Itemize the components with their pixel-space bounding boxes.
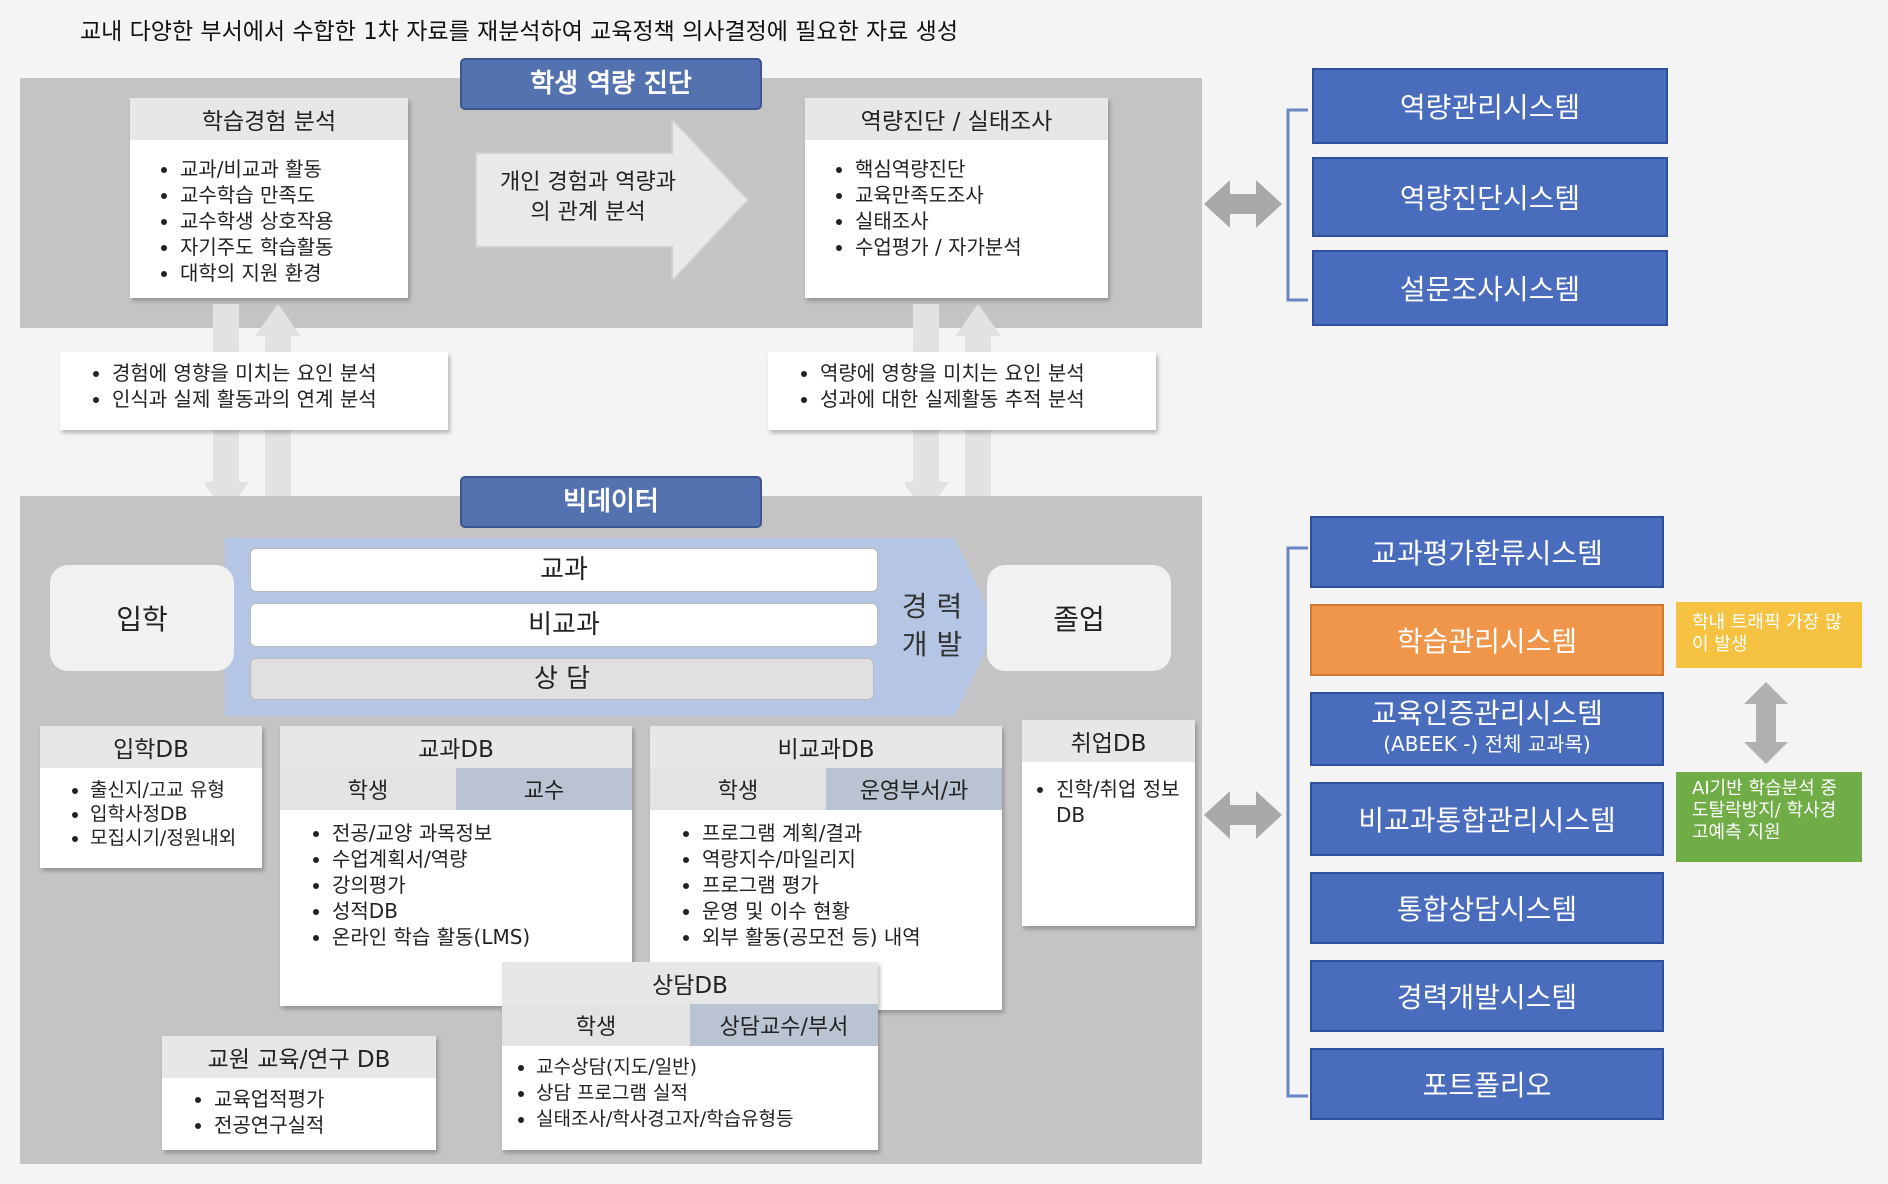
traffic-note: 학내 트래픽 가장 많이 발생 (1676, 602, 1862, 668)
learning-experience-card: 학습경험 분석 교과/비교과 활동 교수학습 만족도 교수학생 상호작용 자기주… (130, 98, 408, 298)
learning-experience-title: 학습경험 분석 (130, 98, 408, 140)
list-item: 교과/비교과 활동 (180, 156, 408, 182)
noncourse-db-student-tab: 학생 (650, 768, 826, 810)
list-item: 수업평가 / 자가분석 (855, 234, 1108, 260)
system-competency-diagnosis[interactable]: 역량진단시스템 (1312, 157, 1668, 237)
learning-experience-list: 교과/비교과 활동 교수학습 만족도 교수학생 상호작용 자기주도 학습활동 대… (130, 156, 408, 286)
list-item: 프로그램 계획/결과 (702, 820, 1002, 846)
competency-survey-title: 역량진단 / 실태조사 (805, 98, 1108, 140)
list-item: 경험에 영향을 미치는 요인 분석 (112, 360, 448, 386)
ai-analysis-note: AI기반 학습분석 중도탈락방지/ 학사경고예측 지원 (1676, 772, 1862, 862)
noncourse-db-title: 비교과DB (650, 726, 1002, 768)
noncourse-db-dept-tab: 운영부서/과 (826, 768, 1002, 810)
page-title: 교내 다양한 부서에서 수합한 1차 자료를 재분석하여 교육정책 의사결정에 … (80, 19, 958, 45)
list-item: 입학사정DB (90, 802, 262, 826)
course-db-professor-tab: 교수 (456, 768, 632, 810)
list-item: 전공연구실적 (214, 1112, 436, 1138)
list-item: 수업계획서/역량 (332, 846, 632, 872)
counseling-db-student-tab: 학생 (502, 1004, 690, 1046)
list-item: 진학/취업 정보 DB (1056, 776, 1195, 828)
list-item: 실태조사 (855, 208, 1108, 234)
system-label: 역량진단시스템 (1399, 182, 1581, 215)
relation-analysis-text: 개인 경험과 역량과 의 관계 분석 (500, 170, 676, 225)
employment-db-card: 취업DB 진학/취업 정보 DB (1022, 720, 1195, 926)
system-label: 비교과통합관리시스템 (1358, 804, 1616, 837)
system-label: 설문조사시스템 (1399, 273, 1581, 306)
competency-factor-note: 역량에 영향을 미치는 요인 분석 성과에 대한 실제활동 추적 분석 (768, 352, 1156, 430)
counseling-db-dept-tab: 상담교수/부서 (690, 1004, 878, 1046)
admission-db-title: 입학DB (40, 726, 262, 768)
admission-stage: 입학 (50, 565, 234, 671)
relation-analysis-arrow (475, 116, 750, 284)
list-item: 역량에 영향을 미치는 요인 분석 (820, 360, 1156, 386)
system-label: 교과평가환류시스템 (1371, 537, 1603, 570)
list-item: 상담 프로그램 실적 (536, 1080, 878, 1106)
competency-diagnosis-header: 학생 역량 진단 (460, 58, 762, 110)
course-db-student-tab: 학생 (280, 768, 456, 810)
list-item: 자기주도 학습활동 (180, 234, 408, 260)
list-item: 교육만족도조사 (855, 182, 1108, 208)
list-item: 교육업적평가 (214, 1086, 436, 1112)
system-label: 경력개발시스템 (1396, 981, 1578, 1014)
system-portfolio[interactable]: 포트폴리오 (1310, 1048, 1664, 1120)
list-item: 운영 및 이수 현황 (702, 898, 1002, 924)
system-survey[interactable]: 설문조사시스템 (1312, 250, 1668, 326)
list-item: 핵심역량진단 (855, 156, 1108, 182)
graduation-stage: 졸업 (987, 565, 1171, 671)
admission-db-card: 입학DB 출신지/고교 유형 입학사정DB 모집시기/정원내외 (40, 726, 262, 868)
list-item: 교수학생 상호작용 (180, 208, 408, 234)
system-noncourse-integrated[interactable]: 비교과통합관리시스템 (1310, 782, 1664, 856)
list-item: 강의평가 (332, 872, 632, 898)
list-item: 교수학습 만족도 (180, 182, 408, 208)
vertical-double-arrow (1744, 682, 1788, 764)
track-course: 교과 (250, 548, 878, 592)
system-label: 학습관리시스템 (1396, 625, 1578, 658)
list-item: 출신지/고교 유형 (90, 778, 262, 802)
list-item: 역량지수/마일리지 (702, 846, 1002, 872)
faculty-db-title: 교원 교육/연구 DB (162, 1036, 436, 1078)
system-connectors (1204, 108, 1308, 1098)
counseling-db-title: 상담DB (502, 962, 878, 1004)
list-item: 모집시기/정원내외 (90, 826, 262, 850)
list-item: 성적DB (332, 898, 632, 924)
list-item: 성과에 대한 실제활동 추적 분석 (820, 386, 1156, 412)
system-sublabel: (ABEEK -) 전체 교과목) (1383, 732, 1591, 756)
list-item: 외부 활동(공모전 등) 내역 (702, 924, 1002, 950)
system-label: 역량관리시스템 (1399, 91, 1581, 124)
system-competency-management[interactable]: 역량관리시스템 (1312, 68, 1668, 144)
system-education-certification[interactable]: 교육인증관리시스템 (ABEEK -) 전체 교과목) (1310, 692, 1664, 766)
system-label: 포트폴리오 (1422, 1069, 1552, 1102)
competency-survey-card: 역량진단 / 실태조사 핵심역량진단 교육만족도조사 실태조사 수업평가 / 자… (805, 98, 1108, 298)
track-counseling: 상 담 (250, 658, 874, 700)
career-development-label: 경 력 개 발 (901, 590, 963, 661)
faculty-db-card: 교원 교육/연구 DB 교육업적평가 전공연구실적 (162, 1036, 436, 1150)
counseling-db-card: 상담DB 학생 상담교수/부서 교수상담(지도/일반) 상담 프로그램 실적 실… (502, 962, 878, 1150)
track-noncourse: 비교과 (250, 603, 878, 647)
list-item: 프로그램 평가 (702, 872, 1002, 898)
bigdata-header: 빅데이터 (460, 476, 762, 528)
list-item: 대학의 지원 환경 (180, 260, 408, 286)
system-course-evaluation-feedback[interactable]: 교과평가환류시스템 (1310, 516, 1664, 588)
list-item: 교수상담(지도/일반) (536, 1054, 878, 1080)
list-item: 실태조사/학사경고자/학습유형등 (536, 1106, 878, 1132)
system-label: 교육인증관리시스템 (1371, 697, 1603, 730)
system-label: 통합상담시스템 (1396, 893, 1578, 926)
list-item: 온라인 학습 활동(LMS) (332, 924, 632, 950)
list-item: 인식과 실제 활동과의 연계 분석 (112, 386, 448, 412)
competency-survey-list: 핵심역량진단 교육만족도조사 실태조사 수업평가 / 자가분석 (805, 156, 1108, 260)
list-item: 전공/교양 과목정보 (332, 820, 632, 846)
system-integrated-counseling[interactable]: 통합상담시스템 (1310, 872, 1664, 944)
experience-factor-note: 경험에 영향을 미치는 요인 분석 인식과 실제 활동과의 연계 분석 (60, 352, 448, 430)
course-db-title: 교과DB (280, 726, 632, 768)
employment-db-title: 취업DB (1022, 720, 1195, 762)
course-db-card: 교과DB 학생 교수 전공/교양 과목정보 수업계획서/역량 강의평가 성적DB… (280, 726, 632, 1006)
system-learning-management[interactable]: 학습관리시스템 (1310, 604, 1664, 676)
system-career-development[interactable]: 경력개발시스템 (1310, 960, 1664, 1032)
